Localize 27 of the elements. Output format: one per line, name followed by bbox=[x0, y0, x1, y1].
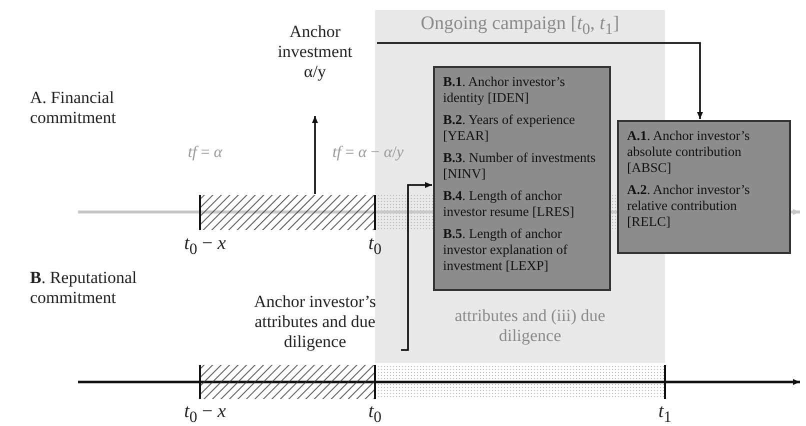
variable-text: A.2. Anchor investor’s relative contribution [RELC] bbox=[627, 182, 751, 230]
variable-text: B.2. Years of experience [YEAR] bbox=[443, 112, 576, 144]
annotation-text: Anchor investor’s attributes and due diligence bbox=[230, 292, 400, 356]
variable-text: B.5. Length of anchor investor explanation of investment [LEXP] bbox=[443, 226, 568, 274]
arrow bbox=[377, 42, 703, 119]
variable-text: A.1. Anchor investor’s absolute contribution [ABSC] bbox=[627, 128, 751, 176]
variable-text: B.4. Length of anchor investor resume [LRES] bbox=[443, 188, 576, 220]
formula-label: tf = α bbox=[186, 143, 224, 163]
hatched-bar bbox=[199, 365, 376, 399]
hatched-bar bbox=[199, 195, 376, 230]
time-label: t$_{1}$ bbox=[657, 402, 673, 426]
time-label: t$_{0}$ − x bbox=[183, 402, 227, 426]
band-text: attributes and (iii) due diligence bbox=[454, 306, 606, 346]
formula-label: tf = α − α/y bbox=[331, 143, 405, 163]
arrow bbox=[401, 182, 432, 351]
time-label: t$_{0}$ − x bbox=[183, 234, 227, 260]
variable-text: B.3. Number of investments [NINV] bbox=[443, 150, 597, 182]
row-label: A. Financial commitment bbox=[30, 88, 117, 128]
variable-text: B.1. Anchor investor’s identity [IDEN] bbox=[443, 74, 566, 106]
arrow bbox=[312, 116, 318, 194]
time-label: t$_{0}$ bbox=[367, 234, 383, 260]
variable-box bbox=[617, 120, 791, 254]
time-label: t$_{0}$ bbox=[367, 402, 383, 426]
annotation-text: Anchor investment α/y bbox=[265, 22, 365, 102]
variable-box bbox=[433, 66, 611, 291]
period-label: Ongoing campaign [t$_{0}$, t$_{1}$] bbox=[420, 14, 620, 40]
row-label: B. Reputational commitment bbox=[30, 268, 138, 308]
